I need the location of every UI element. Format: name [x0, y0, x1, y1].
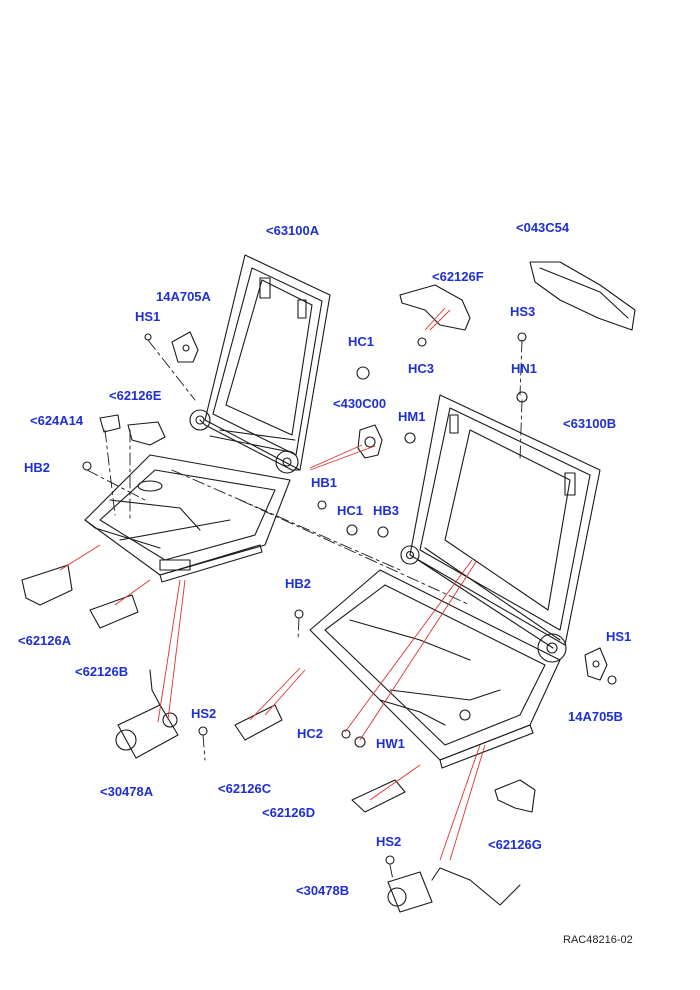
callout-043c54: <043C54 [516, 220, 570, 235]
callout-hs2-bottom: HS2 [376, 834, 402, 849]
callout-hs1-right: HS1 [606, 629, 632, 644]
motor-30478a [115, 669, 179, 759]
callout-63100a: <63100A [266, 223, 320, 238]
trim-62126e [127, 421, 166, 446]
cover-62126g [494, 779, 536, 813]
callout-62126g: <62126G [488, 837, 542, 852]
callout-hc3: HC3 [408, 361, 435, 376]
callout-62126e: <62126E [109, 388, 162, 403]
callout-hc1-mid: HC1 [337, 503, 364, 518]
callout-hb3: HB3 [373, 503, 400, 518]
callout-hb2-mid: HB2 [285, 576, 312, 591]
diagram-reference-code: RAC48216-02 [563, 934, 633, 946]
callout-hs3: HS3 [510, 304, 536, 319]
callout-hs1-top: HS1 [135, 309, 161, 324]
cover-62126f [399, 284, 471, 331]
cover-62126b [89, 594, 139, 629]
callout-hc1-top: HC1 [348, 334, 375, 349]
cover-62126a [21, 564, 73, 606]
callout-hc2: HC2 [297, 726, 324, 741]
callout-hw1: HW1 [376, 736, 405, 751]
callout-14a705a: 14A705A [156, 289, 211, 304]
seat-cushion-frame-right [309, 569, 561, 769]
latch-624a14 [99, 414, 121, 433]
seat-cushion-frame-left [84, 454, 291, 583]
hinge-14a705a [171, 331, 199, 363]
callout-hn1: HN1 [511, 361, 538, 376]
callout-30478b: <30478B [296, 883, 350, 898]
hinge-14a705b [584, 647, 608, 681]
callout-hm1: HM1 [398, 409, 426, 424]
callout-62126c: <62126C [218, 781, 272, 796]
seat-back-frame-left [189, 254, 331, 474]
callout-62126b: <62126B [75, 664, 129, 679]
callout-62126f: <62126F [432, 269, 484, 284]
seat-back-frame-right [400, 394, 601, 663]
callout-14a705b: 14A705B [568, 709, 623, 724]
motor-30478b [387, 867, 521, 913]
panel-043c54 [529, 261, 636, 331]
callout-430c00: <430C00 [333, 396, 387, 411]
cover-62126c [234, 704, 283, 741]
callout-62126a: <62126A [18, 633, 72, 648]
callout-30478a: <30478A [100, 784, 154, 799]
callout-hs2-left: HS2 [191, 706, 217, 721]
cover-62126d [351, 779, 406, 813]
callout-624a14: <624A14 [30, 413, 84, 428]
callout-hb1: HB1 [311, 475, 338, 490]
callout-hb2-left: HB2 [24, 460, 51, 475]
callout-63100b: <63100B [563, 416, 617, 431]
callout-62126d: <62126D [262, 805, 316, 820]
recliner-430c00 [357, 424, 383, 459]
